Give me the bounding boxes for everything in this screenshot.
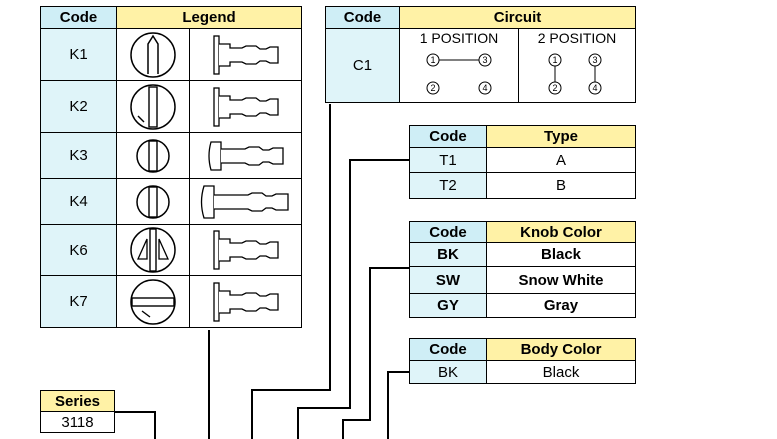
body-color-header: Body Color: [486, 338, 636, 361]
table-row: SW Snow White: [409, 266, 636, 294]
knob-face-k7: [116, 275, 190, 328]
type-connector-line: [297, 159, 409, 439]
type-code-header: Code: [409, 125, 487, 148]
type-value-cell: B: [486, 172, 636, 199]
series-box: Series 3118: [40, 390, 115, 433]
circuit-code-header: Code: [325, 6, 400, 29]
circuit-header: Circuit: [399, 6, 636, 29]
table-row: K7: [40, 275, 302, 328]
legend-code-cell: K4: [40, 178, 117, 225]
body-color-table: Code Body Color BK Black: [409, 338, 636, 384]
table-row: K1: [40, 28, 302, 81]
legend-code-cell: K1: [40, 28, 117, 81]
side-view-k3: [189, 132, 302, 179]
knob-face-k4: [116, 178, 190, 225]
two-position-label: 2 POSITION: [537, 30, 617, 46]
two-position-diagram: 1 2 3 4: [548, 53, 602, 95]
table-row: T2 B: [409, 172, 636, 199]
svg-text:4: 4: [592, 83, 597, 93]
svg-text:2: 2: [430, 83, 435, 93]
table-row: BK Black: [409, 360, 636, 384]
side-view-k2: [189, 80, 302, 133]
table-row: K6: [40, 224, 302, 276]
one-position-label: 1 POSITION: [419, 30, 499, 46]
table-row: K3: [40, 132, 302, 179]
body-code-cell: BK: [409, 360, 487, 384]
table-row: T1 A: [409, 147, 636, 173]
legend-header: Legend: [116, 6, 302, 29]
knob-face-k2: [116, 80, 190, 133]
knob-code-cell: BK: [409, 242, 487, 267]
circuit-code-cell: C1: [325, 28, 400, 103]
body-color-cell: Black: [486, 360, 636, 384]
knob-face-k6: [116, 224, 190, 276]
svg-text:1: 1: [430, 55, 435, 65]
knob-code-header: Code: [409, 221, 487, 243]
body-code-header: Code: [409, 338, 487, 361]
svg-text:1: 1: [552, 55, 557, 65]
type-value-cell: A: [486, 147, 636, 173]
knob-code-cell: GY: [409, 293, 487, 318]
series-header: Series: [40, 390, 115, 412]
legend-code-cell: K2: [40, 80, 117, 133]
series-connector-line: [115, 411, 156, 439]
svg-text:3: 3: [482, 55, 487, 65]
type-code-cell: T1: [409, 147, 487, 173]
knob-code-cell: SW: [409, 266, 487, 294]
one-position-diagram: 1 3 2 4: [426, 53, 492, 95]
legend-table: Code Legend K1 K2 K3 K4: [40, 6, 302, 328]
table-row: GY Gray: [409, 293, 636, 318]
type-header: Type: [486, 125, 636, 148]
circuit-connector-line: [251, 104, 331, 439]
side-view-k7: [189, 275, 302, 328]
type-code-cell: T2: [409, 172, 487, 199]
side-view-k4: [189, 178, 302, 225]
svg-text:2: 2: [552, 83, 557, 93]
svg-text:3: 3: [592, 55, 597, 65]
one-position-cell: 1 POSITION 1 3 2 4: [399, 28, 519, 103]
knob-face-k1: [116, 28, 190, 81]
side-view-k6: [189, 224, 302, 276]
legend-code-header: Code: [40, 6, 117, 29]
legend-code-cell: K3: [40, 132, 117, 179]
knob-color-cell: Gray: [486, 293, 636, 318]
body-connector-line: [387, 371, 409, 439]
circuit-table: Code Circuit C1 1 POSITION 1 3 2 4 2 POS…: [325, 6, 636, 103]
knob-color-header: Knob Color: [486, 221, 636, 243]
svg-text:4: 4: [482, 83, 487, 93]
type-table: Code Type T1 A T2 B: [409, 125, 636, 199]
legend-code-cell: K7: [40, 275, 117, 328]
knob-color-table: Code Knob Color BK Black SW Snow White G…: [409, 221, 636, 318]
table-row: BK Black: [409, 242, 636, 267]
knob-connector-line: [342, 267, 409, 439]
two-position-cell: 2 POSITION 1 2 3 4: [518, 28, 636, 103]
table-row: K2: [40, 80, 302, 133]
legend-code-cell: K6: [40, 224, 117, 276]
knob-color-cell: Snow White: [486, 266, 636, 294]
series-value: 3118: [40, 411, 115, 433]
table-row: K4: [40, 178, 302, 225]
side-view-k1: [189, 28, 302, 81]
knob-face-k3: [116, 132, 190, 179]
table-row: C1 1 POSITION 1 3 2 4 2 POSITION 1 2: [325, 28, 636, 103]
knob-color-cell: Black: [486, 242, 636, 267]
